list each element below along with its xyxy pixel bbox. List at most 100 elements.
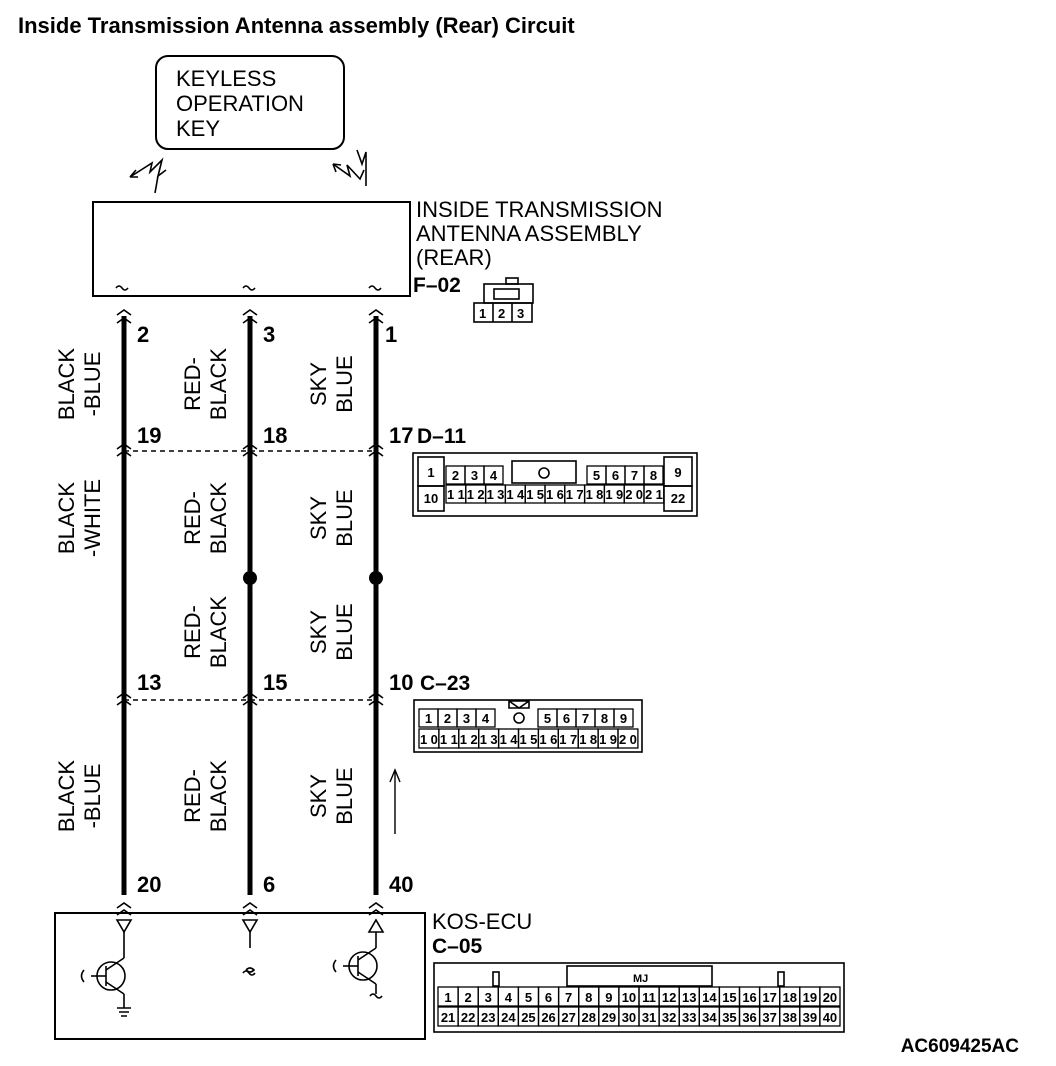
d11-connector-face	[412, 452, 698, 517]
connector-pin-label: 10	[424, 491, 438, 506]
connector-pin-label: 8	[601, 711, 608, 726]
ecu-connector-id: C–05	[432, 935, 483, 958]
connector-pin-label: 35	[722, 1010, 736, 1025]
connector-pin-label: 9	[674, 465, 681, 480]
connector-chevron	[242, 692, 258, 699]
connector-pin-label: 17	[559, 732, 577, 747]
antenna-label-line-1: INSIDE TRANSMISSION	[416, 197, 663, 222]
connector-pin-label: 17	[566, 487, 584, 502]
connector-pin-label: 8	[585, 990, 592, 1005]
signal-direction-arrow	[389, 768, 401, 834]
connector-chevron	[242, 443, 258, 450]
connector-pin-label: 1	[427, 465, 434, 480]
connector-pin-label: 2	[465, 990, 472, 1005]
wire-color-label: BLUE	[332, 767, 357, 824]
connector-pin-label: 20	[619, 732, 637, 747]
pin-ecu-40: 40	[389, 872, 413, 897]
pin-antenna-1: 1	[385, 322, 397, 347]
connector-pin-label: 15	[722, 990, 736, 1005]
pin-c23-13: 13	[137, 670, 161, 695]
pin-ecu-20: 20	[137, 872, 161, 897]
connector-chevron	[116, 443, 132, 450]
wire-color-label: BLUE	[332, 603, 357, 660]
connector-pin-label: 22	[671, 491, 685, 506]
connector-pin-label: 21	[645, 487, 663, 502]
wire-color-label: SKY	[306, 774, 331, 818]
connector-pin-label: 27	[561, 1010, 575, 1025]
connector-chevron	[242, 902, 258, 909]
connector-pin-label: 19	[599, 732, 617, 747]
connector-cell	[475, 708, 496, 728]
connector-pin-label: 4	[490, 468, 498, 483]
connector-pin-label: 19	[803, 990, 817, 1005]
connector-pin-label: 16	[742, 990, 756, 1005]
f02-connector-face	[473, 277, 534, 323]
connector-pin-label: 31	[642, 1010, 656, 1025]
connector-pin-label: 19	[605, 487, 623, 502]
pin-d11-17: 17	[389, 423, 413, 448]
connector-pin-label: 4	[482, 711, 490, 726]
wire-color-label: RED-	[180, 769, 205, 823]
connector-cell	[643, 465, 664, 485]
splice-points	[243, 571, 383, 585]
antenna-assembly: INSIDE TRANSMISSION ANTENNA ASSEMBLY (RE…	[92, 197, 663, 323]
wire-color-label: -BLUE	[80, 352, 105, 417]
connector-pin-label: 20	[625, 487, 643, 502]
pin-antenna-3: 3	[263, 322, 275, 347]
diagram-title: Inside Transmission Antenna assembly (Re…	[18, 13, 575, 38]
connector-pin-label: 23	[481, 1010, 495, 1025]
wire-color-label: BLACK	[54, 482, 79, 554]
connector-pin-label: 5	[525, 990, 532, 1005]
wire-color-label: -BLUE	[80, 764, 105, 829]
wire-color-label: BLACK	[54, 760, 79, 832]
connector-chevron	[116, 317, 132, 324]
connector-pin-label: 18	[586, 487, 604, 502]
wire-color-label: SKY	[306, 496, 331, 540]
connector-pin-label: 15	[520, 732, 538, 747]
connector-pin-label: 13	[487, 487, 505, 502]
connector-cell	[617, 728, 639, 749]
connector-pin-label: 9	[605, 990, 612, 1005]
wire-color-label: BLACK	[206, 760, 231, 832]
antenna-label-line-3: (REAR)	[416, 245, 492, 270]
connector-chevron	[368, 692, 384, 699]
ecu-internal-symbols	[80, 918, 385, 1017]
ecu-name: KOS-ECU	[432, 909, 532, 934]
connector-cell	[483, 465, 504, 485]
connector-pin-label: 22	[461, 1010, 475, 1025]
key-label-line-1: KEYLESS	[176, 66, 276, 91]
connector-pin-label: 4	[505, 990, 513, 1005]
connector-pin-label: 5	[544, 711, 551, 726]
connector-chevron	[242, 309, 258, 316]
wire-color-label: BLACK	[54, 348, 79, 420]
connector-chevron	[368, 699, 384, 706]
connector-pin-label: 16	[546, 487, 564, 502]
connector-pin-label: 10	[622, 990, 636, 1005]
connector-cell	[819, 1006, 841, 1027]
connector-chevron	[116, 692, 132, 699]
antenna-connector-id: F–02	[413, 274, 461, 297]
connector-pin-label: 15	[526, 487, 544, 502]
connector-pin-label: 28	[582, 1010, 596, 1025]
wireless-signal-icon	[129, 149, 367, 194]
wire-color-label: BLACK	[206, 348, 231, 420]
connector-pin-label: 33	[682, 1010, 696, 1025]
c05-connector-face	[433, 962, 845, 1033]
connector-pin-label: 13	[480, 732, 498, 747]
connector-pin-label: 39	[803, 1010, 817, 1025]
figure-id: AC609425AC	[901, 1036, 1020, 1057]
connector-pin-label: 14	[506, 487, 525, 502]
connector-pin-label: 2	[444, 711, 451, 726]
connector-chevron	[368, 309, 384, 316]
connector-pin-label: 11	[642, 990, 656, 1005]
connector-pin-label: 3	[463, 711, 470, 726]
connector-chevrons	[116, 309, 384, 916]
connector-pin-label: 13	[682, 990, 696, 1005]
pin-d11-18: 18	[263, 423, 287, 448]
connector-pin-label: 24	[501, 1010, 516, 1025]
pin-antenna-2: 2	[137, 322, 149, 347]
wire-color-label: BLACK	[206, 482, 231, 554]
connector-pin-label: 6	[563, 711, 570, 726]
connector-pin-label: 6	[545, 990, 552, 1005]
